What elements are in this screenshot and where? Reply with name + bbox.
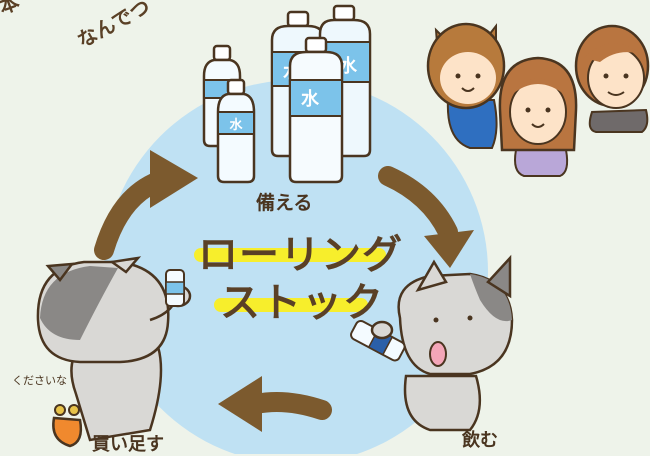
title-highlight-1 <box>194 248 386 262</box>
child-with-cat-ears <box>426 22 506 149</box>
title-line-2: ストック <box>220 280 384 326</box>
step-label-store: 備える <box>256 192 313 214</box>
step-label-drink: 飲む <box>462 430 498 451</box>
cat-drinking <box>350 254 514 432</box>
man <box>574 24 650 133</box>
cycle-arrow-bottom <box>218 376 332 432</box>
small-water-bottle-2: 水 <box>216 78 256 184</box>
title-highlight-2 <box>214 298 368 312</box>
cat-buying <box>36 256 192 448</box>
speech-text: くださいな <box>12 374 67 387</box>
bottle-label: 水 <box>301 88 320 110</box>
bottle-label: 水 <box>339 55 358 77</box>
large-water-bottle-3: 水 <box>288 36 344 184</box>
top-text-curved: なんでつ <box>73 0 154 52</box>
title-line-1: ローリング <box>198 232 403 278</box>
cycle-arrow-top-left <box>94 150 198 260</box>
woman <box>498 56 578 177</box>
step-label-rebuy: 買い足す <box>92 434 164 455</box>
family-group <box>426 22 650 177</box>
bottle-label: 水 <box>229 117 243 133</box>
cycle-arrow-right <box>378 166 474 268</box>
top-text-left: 本 <box>0 0 23 19</box>
